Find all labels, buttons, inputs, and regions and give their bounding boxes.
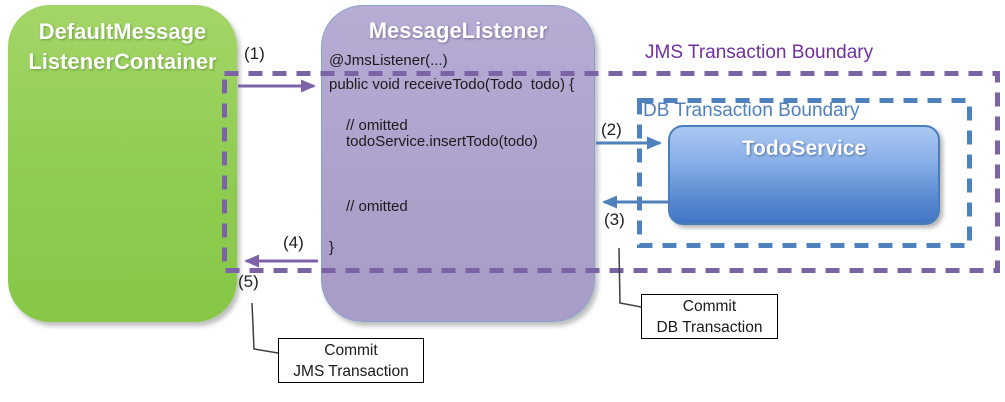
message-listener-title: MessageListener xyxy=(368,18,548,43)
commit-db-callout-line1: Commit xyxy=(682,297,737,315)
commit-db-transaction-callout: Commit DB Transaction xyxy=(641,294,778,339)
commit-db-callout-line2: DB Transaction xyxy=(656,318,763,336)
step-label-1: (1) xyxy=(244,44,265,63)
commit-jms-transaction-callout: Commit JMS Transaction xyxy=(278,338,424,383)
db-transaction-boundary-label: DB Transaction Boundary xyxy=(643,100,860,121)
green-box-title-line2: ListenerContainer xyxy=(28,49,217,74)
code-line-omitted-comment-2: // omitted xyxy=(346,198,408,215)
todo-service-title: TodoService xyxy=(741,137,867,160)
green-box-title-line1: DefaultMessage xyxy=(38,19,207,44)
callout-connector-db-commit xyxy=(618,247,642,308)
green-box-title: DefaultMessage ListenerContainer xyxy=(8,17,237,77)
step-label-2: (2) xyxy=(601,120,622,139)
callout-connector-jms-commit xyxy=(251,302,279,354)
code-line-closing-brace: } xyxy=(329,239,335,256)
commit-jms-callout-line1: Commit xyxy=(324,341,378,359)
code-line-insert-todo-call: todoService.insertTodo(todo) xyxy=(346,133,538,150)
step-label-5: (5) xyxy=(238,272,259,291)
code-line-jmslistener-annotation: @JmsListener(...) xyxy=(329,52,448,69)
code-line-method-signature: public void receiveTodo(Todo todo) { xyxy=(329,76,575,93)
step-label-4: (4) xyxy=(283,233,304,252)
step-label-3: (3) xyxy=(604,210,625,229)
default-message-listener-container-box xyxy=(8,5,237,322)
jms-transaction-boundary-label: JMS Transaction Boundary xyxy=(645,42,874,63)
commit-jms-callout-line2: JMS Transaction xyxy=(293,362,409,380)
